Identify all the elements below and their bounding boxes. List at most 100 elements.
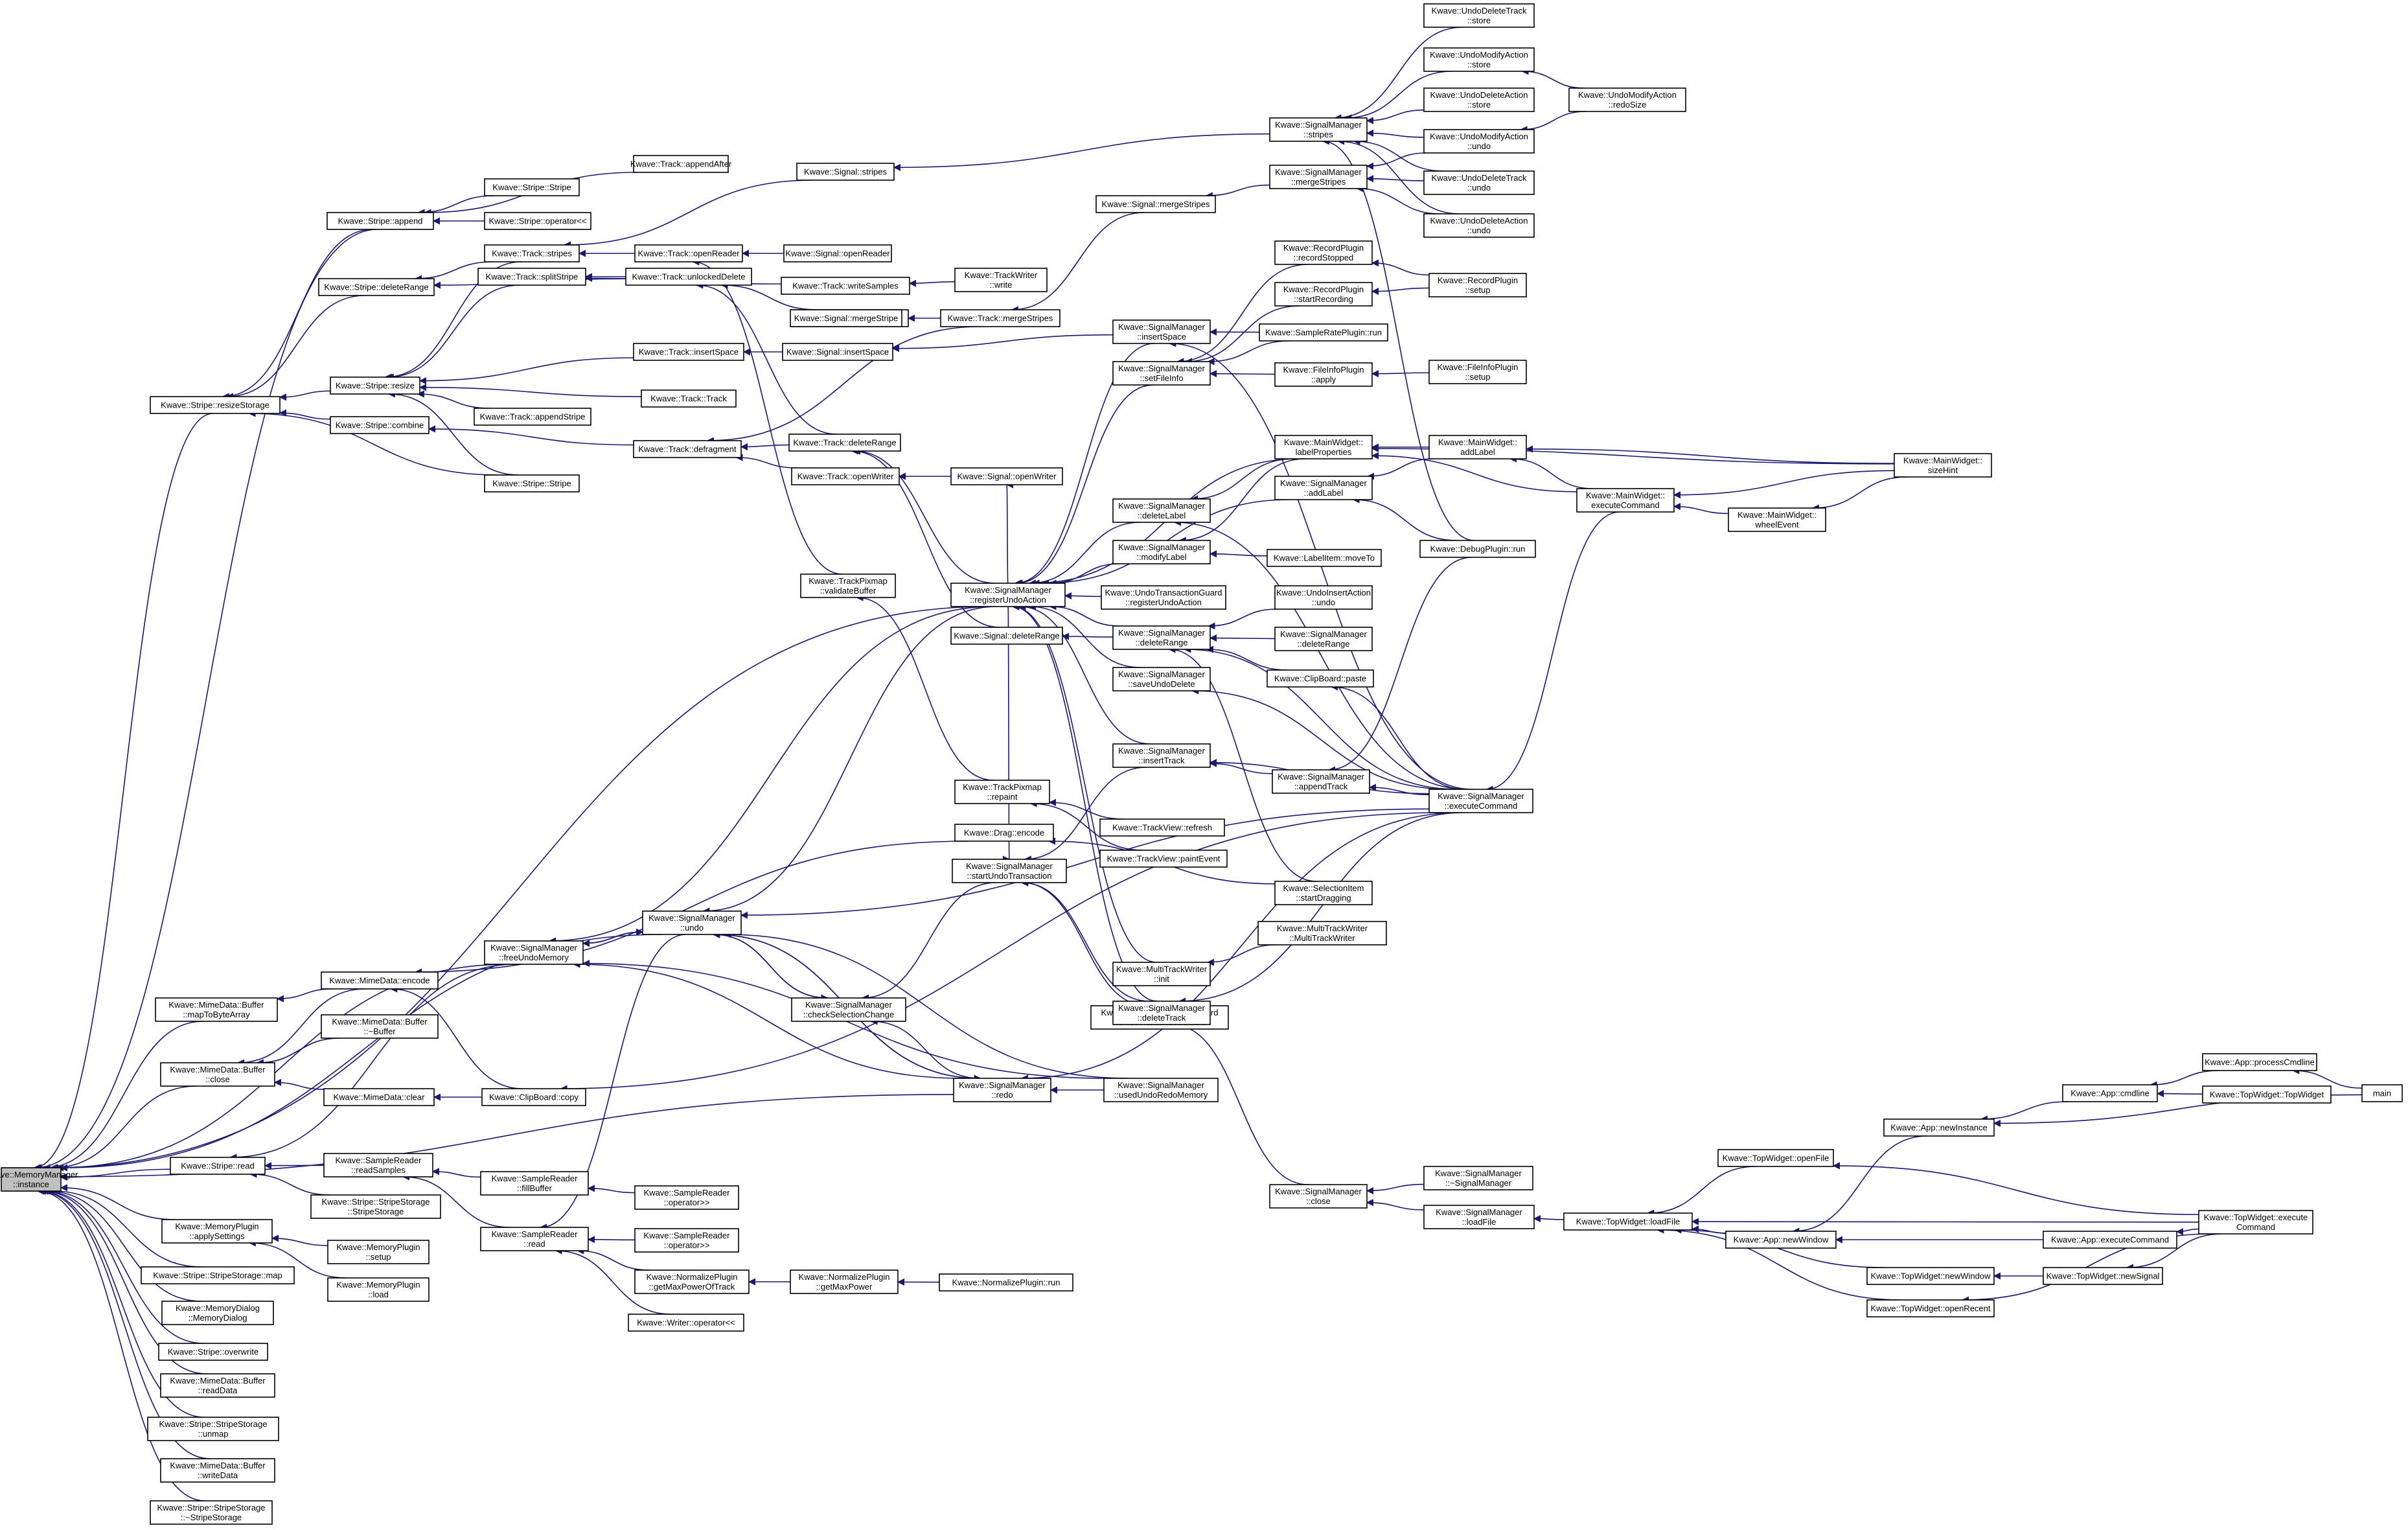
node-ch_xiii[interactable]: Kwave::Stripe::StripeStorage::~StripeSto…: [150, 1500, 273, 1525]
node-trackStripes[interactable]: Kwave::Track::stripes: [484, 244, 580, 262]
node-smFreeUndoMemory[interactable]: Kwave::SignalManager::freeUndoMemory: [484, 940, 584, 965]
node-smSaveUndoDelete[interactable]: Kwave::SignalManager::saveUndoDelete: [1112, 667, 1211, 691]
node-sampleRateRun[interactable]: Kwave::SampleRatePlugin::run: [1259, 323, 1388, 342]
node-selStartDrag[interactable]: Kwave::SelectionItem::startDragging: [1274, 881, 1373, 905]
node-signalInsertSpace[interactable]: Kwave::Signal::insertSpace: [782, 343, 893, 361]
node-smUndo[interactable]: Kwave::SignalManager::undo: [642, 910, 742, 935]
node-mpSetup[interactable]: Kwave::MemoryPlugin::setup: [327, 1240, 430, 1264]
node-udaStore[interactable]: Kwave::UndoDeleteAction::store: [1423, 87, 1535, 112]
node-smAppendTrack[interactable]: Kwave::SignalManager::appendTrack: [1272, 769, 1370, 794]
node-trackInsertSpace[interactable]: Kwave::Track::insertSpace: [633, 343, 744, 361]
node-recordStopped[interactable]: Kwave::RecordPlugin::recordStopped: [1274, 240, 1373, 265]
node-smDeleteRange[interactable]: Kwave::SignalManager::deleteRange: [1112, 625, 1211, 650]
node-npGetMaxTrack[interactable]: Kwave::NormalizePlugin::getMaxPowerOfTra…: [634, 1269, 750, 1294]
node-ch_ii[interactable]: Kwave::Stripe::resizeStorage: [150, 396, 281, 414]
node-trackAppendStripe[interactable]: Kwave::Track::appendStripe: [474, 408, 591, 426]
node-ch_i[interactable]: Kwave::Stripe::append: [327, 212, 434, 230]
node-udtStore[interactable]: Kwave::UndoDeleteTrack::store: [1423, 3, 1535, 28]
node-twNewSignal[interactable]: Kwave::TopWidget::newSignal: [2043, 1267, 2163, 1285]
node-smDeleteTrack[interactable]: Kwave::SignalManager::deleteTrack: [1112, 1001, 1211, 1025]
node-clipCopy[interactable]: Kwave::ClipBoard::copy: [481, 1088, 586, 1106]
node-undoGuardReg[interactable]: Kwave::UndoTransactionGuard::registerUnd…: [1101, 585, 1226, 610]
node-stripeResize[interactable]: Kwave::Stripe::resize: [330, 377, 420, 395]
node-stripeOpLL[interactable]: Kwave::Stripe::operator<<: [484, 212, 591, 230]
node-ch_x[interactable]: Kwave::MimeData::Buffer::readData: [160, 1373, 275, 1398]
node-recordSetup[interactable]: Kwave::RecordPlugin::setup: [1428, 273, 1527, 297]
node-undoInsertUndo[interactable]: Kwave::UndoInsertAction::undo: [1274, 585, 1373, 610]
node-smDeleteLabel[interactable]: Kwave::SignalManager::deleteLabel: [1112, 498, 1211, 523]
node-smMergeStripes[interactable]: Kwave::SignalManager::mergeStripes: [1269, 165, 1368, 189]
node-recordStart[interactable]: Kwave::RecordPlugin::startRecording: [1274, 282, 1373, 307]
node-trackTrack[interactable]: Kwave::Track::Track: [641, 389, 737, 408]
node-signalMergeStripes[interactable]: Kwave::Signal::mergeStripes: [1095, 195, 1216, 213]
node-mwExecute[interactable]: Kwave::MainWidget::executeCommand: [1576, 488, 1675, 513]
node-fileInfoApply[interactable]: Kwave::FileInfoPlugin::apply: [1274, 362, 1373, 387]
node-smModifyLabel[interactable]: Kwave::SignalManager::modifyLabel: [1112, 540, 1211, 564]
node-signalOpenReader[interactable]: Kwave::Signal::openReader: [783, 244, 892, 262]
node-appNewInstance[interactable]: Kwave::App::newInstance: [1883, 1119, 1995, 1137]
node-ch_iv[interactable]: Kwave::MimeData::Buffer::close: [160, 1062, 275, 1087]
node-trackOpenWriter[interactable]: Kwave::Track::openWriter: [791, 467, 900, 485]
node-fileInfoSetup[interactable]: Kwave::FileInfoPlugin::setup: [1428, 360, 1527, 384]
node-udaUndo[interactable]: Kwave::UndoDeleteAction::undo: [1423, 213, 1535, 238]
node-trackUnlockedDelete[interactable]: Kwave::Track::unlockedDelete: [625, 268, 752, 286]
node-signalStripes[interactable]: Kwave::Signal::stripes: [796, 163, 895, 181]
node-trackWriterWrite[interactable]: Kwave::TrackWriter::write: [954, 268, 1048, 292]
node-smAddLabel[interactable]: Kwave::SignalManager::addLabel: [1274, 476, 1373, 500]
node-srOp1[interactable]: Kwave::SampleReader::operator>>: [634, 1185, 739, 1210]
node-stripeStripe2[interactable]: Kwave::Stripe::Stripe: [484, 474, 580, 493]
node-signalDeleteRange[interactable]: Kwave::Signal::deleteRange: [950, 627, 1063, 645]
node-mdClear[interactable]: Kwave::MimeData::clear: [323, 1088, 435, 1106]
node-srReadSamples[interactable]: Kwave::SampleReader::readSamples: [323, 1153, 433, 1177]
node-smRegisterUndo[interactable]: Kwave::SignalManager::registerUndoAction: [950, 583, 1066, 607]
node-smLoadFile[interactable]: Kwave::SignalManager::loadFile: [1423, 1205, 1535, 1229]
node-ch_xi[interactable]: Kwave::Stripe::StripeStorage::unmap: [147, 1417, 279, 1441]
node-smDtor[interactable]: Kwave::SignalManager::~SignalManager: [1423, 1166, 1533, 1190]
node-labelItemMoveTo[interactable]: Kwave::LabelItem::moveTo: [1267, 549, 1382, 567]
node-smRedo[interactable]: Kwave::SignalManager::redo: [953, 1078, 1051, 1102]
node-mtwCtor[interactable]: Kwave::MultiTrackWriter::MultiTrackWrite…: [1257, 921, 1387, 945]
node-appNewWindow[interactable]: Kwave::App::newWindow: [1725, 1231, 1837, 1249]
node-smInsertSpace[interactable]: Kwave::SignalManager::insertSpace: [1112, 319, 1211, 344]
node-smSetFileInfo[interactable]: Kwave::SignalManager::setFileInfo: [1112, 361, 1211, 386]
node-smClose[interactable]: Kwave::SignalManager::close: [1269, 1184, 1368, 1209]
node-stripeDeleteRange[interactable]: Kwave::Stripe::deleteRange: [318, 278, 435, 296]
node-smInsertTrack[interactable]: Kwave::SignalManager::insertTrack: [1112, 743, 1211, 768]
node-mwAddLabel[interactable]: Kwave::MainWidget::addLabel: [1428, 435, 1527, 459]
node-ssCtor[interactable]: Kwave::Stripe::StripeStorage::StripeStor…: [310, 1194, 441, 1219]
node-trackDefragment[interactable]: Kwave::Track::defragment: [633, 440, 742, 458]
node-mwSizeHint[interactable]: Kwave::MainWidget::sizeHint: [1894, 453, 1992, 478]
node-ch_vii[interactable]: Kwave::Stripe::StripeStorage::map: [141, 1266, 295, 1284]
node-ch_xii[interactable]: Kwave::MimeData::Buffer::writeData: [160, 1458, 275, 1483]
node-smExecute[interactable]: Kwave::SignalManager::executeCommand: [1428, 789, 1533, 813]
node-trackViewPaint[interactable]: Kwave::TrackView::paintEvent: [1099, 850, 1228, 868]
node-signalMergeStripe[interactable]: Kwave::Signal::mergeStripe: [790, 309, 902, 327]
node-ch_viii[interactable]: Kwave::MemoryDialog::MemoryDialog: [161, 1301, 274, 1325]
node-twOpenFile[interactable]: Kwave::TopWidget::openFile: [1717, 1149, 1834, 1167]
node-trackMergeStripes[interactable]: Kwave::Track::mergeStripes: [940, 309, 1061, 327]
node-mtwInit[interactable]: Kwave::MultiTrackWriter::init: [1112, 962, 1211, 986]
node-twNewWindow[interactable]: Kwave::TopWidget::newWindow: [1866, 1267, 1995, 1285]
node-umaStore[interactable]: Kwave::UndoModifyAction::store: [1423, 47, 1535, 72]
node-smUsedUndoRedo[interactable]: Kwave::SignalManager::usedUndoRedoMemory: [1103, 1078, 1219, 1102]
node-ch_ix[interactable]: Kwave::Stripe::overwrite: [158, 1343, 268, 1361]
node-dragEncode[interactable]: Kwave::Drag::encode: [954, 824, 1054, 842]
node-trackViewRefresh[interactable]: Kwave::TrackView::refresh: [1099, 818, 1225, 837]
node-trackAppendAfter[interactable]: Kwave::Track::appendAfter: [630, 155, 732, 173]
node-smDeleteRange2[interactable]: Kwave::SignalManager::deleteRange: [1274, 627, 1373, 651]
node-umaUndo[interactable]: Kwave::UndoModifyAction::undo: [1423, 129, 1535, 154]
node-srRead[interactable]: Kwave::SampleReader::read: [480, 1227, 589, 1251]
node-mpLoad[interactable]: Kwave::MemoryPlugin::load: [327, 1277, 430, 1302]
node-npGetMax[interactable]: Kwave::NormalizePlugin::getMaxPower: [790, 1269, 899, 1294]
node-debugRun[interactable]: Kwave::DebugPlugin::run: [1419, 540, 1536, 558]
node-stripeStripe1[interactable]: Kwave::Stripe::Stripe: [484, 178, 580, 196]
node-trackDeleteRange[interactable]: Kwave::Track::deleteRange: [788, 434, 901, 452]
node-mwLabelProps[interactable]: Kwave::MainWidget::labelProperties: [1274, 435, 1373, 459]
node-signalOpenWriter[interactable]: Kwave::Signal::openWriter: [950, 467, 1063, 485]
node-main[interactable]: main: [2361, 1084, 2403, 1102]
node-appCmdline[interactable]: Kwave::App::cmdline: [2062, 1084, 2158, 1102]
node-ch_iii[interactable]: Kwave::MimeData::Buffer::mapToByteArray: [155, 997, 278, 1022]
node-srOp2[interactable]: Kwave::SampleReader::operator>>: [634, 1228, 739, 1253]
node-ch_v[interactable]: Kwave::Stripe::read: [170, 1157, 266, 1175]
node-stripeCombine[interactable]: Kwave::Stripe::combine: [330, 416, 430, 434]
